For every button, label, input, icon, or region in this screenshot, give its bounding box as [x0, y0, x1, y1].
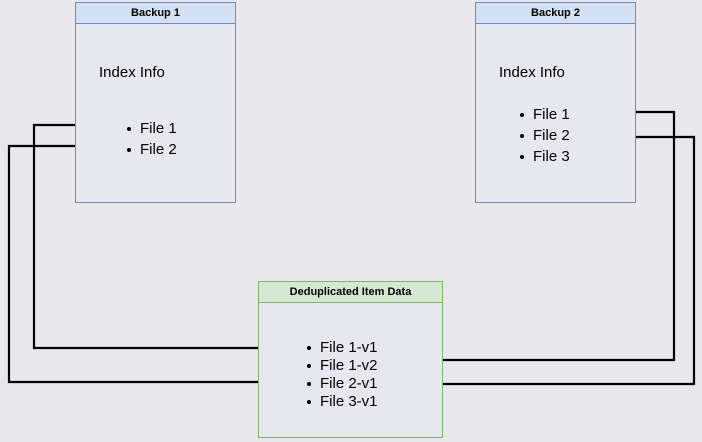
backup-1-file-list: File 1 File 2 [127, 118, 177, 160]
node-backup-2-body: Index Info File 1 File 2 File 3 [476, 24, 635, 202]
dedup-item-list: File 1-v1 File 1-v2 File 2-v1 File 3-v1 [307, 339, 378, 411]
backup-2-file-item[interactable]: File 2 [520, 125, 570, 146]
node-backup-1[interactable]: Backup 1 Index Info File 1 File 2 [75, 2, 236, 203]
dedup-item[interactable]: File 1-v2 [307, 357, 378, 375]
node-backup-2[interactable]: Backup 2 Index Info File 1 File 2 File 3 [475, 2, 636, 203]
backup-1-file-item[interactable]: File 2 [127, 139, 177, 160]
node-backup-2-title: Backup 2 [476, 3, 635, 24]
node-backup-1-title: Backup 1 [76, 3, 235, 24]
dedup-item[interactable]: File 1-v1 [307, 339, 378, 357]
backup-1-file-item[interactable]: File 1 [127, 118, 177, 139]
dedup-item[interactable]: File 2-v1 [307, 375, 378, 393]
node-dedup-body: File 1-v1 File 1-v2 File 2-v1 File 3-v1 [259, 303, 442, 437]
node-deduplicated-item-data[interactable]: Deduplicated Item Data File 1-v1 File 1-… [258, 281, 443, 438]
backup-2-file-list: File 1 File 2 File 3 [520, 104, 570, 167]
backup-2-file-item[interactable]: File 3 [520, 146, 570, 167]
backup-2-index-info-label: Index Info [499, 64, 565, 81]
node-dedup-title: Deduplicated Item Data [259, 282, 442, 303]
node-backup-1-body: Index Info File 1 File 2 [76, 24, 235, 202]
backup-1-index-info-label: Index Info [99, 64, 165, 81]
dedup-item[interactable]: File 3-v1 [307, 393, 378, 411]
backup-2-file-item[interactable]: File 1 [520, 104, 570, 125]
